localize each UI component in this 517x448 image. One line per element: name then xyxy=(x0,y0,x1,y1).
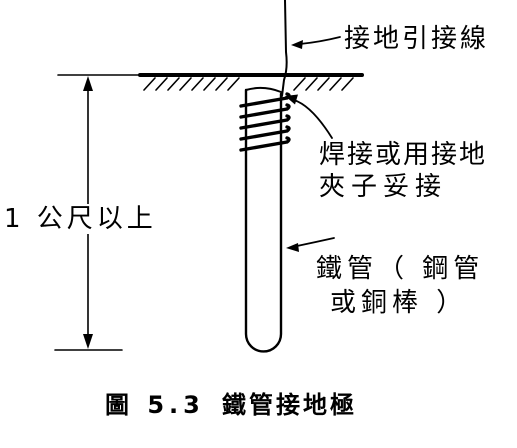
ground-hatch-line xyxy=(143,77,156,91)
electrode-label-line2: 或銅棒 ） xyxy=(330,288,468,318)
ground-hatch-line xyxy=(341,77,354,91)
connection-label-line2: 夾子妥接 xyxy=(319,172,448,202)
ground-hatch-line xyxy=(329,77,342,91)
ground-lead-wire xyxy=(281,0,288,97)
depth-arrowhead-bottom xyxy=(83,334,93,349)
ground-hatch-line xyxy=(293,77,306,91)
electrode-leader-arrowhead xyxy=(286,243,299,252)
electrode-label-line1: 鐵管（ 鋼管 xyxy=(316,254,485,284)
ground-hatch-line xyxy=(317,77,330,91)
ground-hatching xyxy=(143,77,354,91)
figure-title: 鐵管接地極 xyxy=(222,391,357,419)
figure-number: 圖 5.3 xyxy=(105,391,205,419)
pipe-electrode-body xyxy=(244,88,283,353)
connection-leader-arrowhead xyxy=(285,94,298,105)
wire-leader-line xyxy=(299,36,341,45)
ground-hatch-line xyxy=(203,77,216,91)
pipe-electrode-top xyxy=(245,86,282,93)
electrode-leader-line xyxy=(296,237,335,247)
ground-hatch-line xyxy=(191,77,204,91)
coil-turn xyxy=(239,103,291,119)
ground-hatch-line xyxy=(215,77,228,91)
coil-turn xyxy=(239,125,291,141)
depth-label: 1 公尺以上 xyxy=(4,204,159,234)
coil-turn xyxy=(239,136,291,152)
ground-hatch-line xyxy=(155,77,168,91)
ground-lead-wire-label: 接地引接線 xyxy=(344,24,490,54)
depth-arrowhead-top xyxy=(83,76,93,91)
ground-hatch-line xyxy=(179,77,192,91)
coil-turn xyxy=(239,114,291,130)
wire-leader-arrowhead xyxy=(291,40,303,49)
connection-label-line1: 焊接或用接地 xyxy=(319,140,488,170)
ground-hatch-line xyxy=(167,77,180,91)
ground-hatch-line xyxy=(305,77,318,91)
connection-leader-line xyxy=(293,99,333,139)
ground-hatch-line xyxy=(227,77,240,91)
